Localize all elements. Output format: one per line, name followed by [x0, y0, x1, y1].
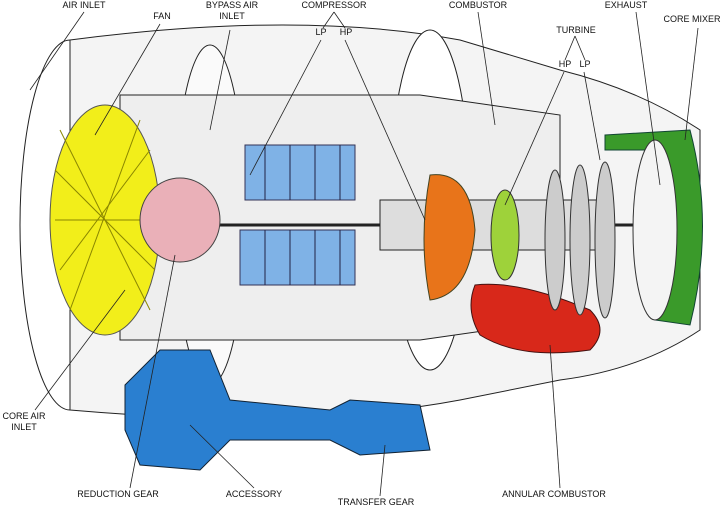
label-combustor: COMBUSTOR: [448, 0, 508, 10]
leader-lines: [29, 11, 699, 497]
label-bypass-air-inlet-line1: BYPASS AIR: [205, 0, 259, 10]
label-core-air-inlet-line2: INLET: [11, 422, 37, 432]
label-compressor: COMPRESSOR: [301, 0, 367, 10]
label-fan: FAN: [153, 11, 171, 21]
label-exhaust: EXHAUST: [604, 0, 648, 10]
reduction-gear-shape: [139, 177, 221, 263]
compressor-upper: [244, 144, 356, 201]
label-turbine: TURBINE: [556, 25, 596, 35]
label-annular-combustor: ANNULAR COMBUSTOR: [502, 489, 606, 499]
label-compressor-lp: LP: [315, 27, 327, 37]
compressor-lower: [239, 229, 356, 286]
hp-impeller: [423, 174, 476, 301]
fan-blade-lines: [54, 119, 156, 311]
label-compressor-hp: HP: [339, 27, 353, 37]
label-air-inlet: AIR INLET: [62, 0, 106, 10]
label-turbine-hp: HP: [558, 59, 572, 69]
label-accessory: ACCESSORY: [225, 489, 283, 499]
accessory-gearbox: [124, 349, 431, 471]
compressor-stage-lines: [264, 145, 341, 285]
exhaust-cone: [632, 139, 678, 321]
label-turbine-lp: LP: [579, 59, 591, 69]
hp-turbine: [490, 189, 520, 281]
label-core-mixer: CORE MIXER: [663, 14, 721, 24]
label-core-air-inlet-line1: CORE AIR: [2, 411, 46, 421]
label-transfer-gear: TRANSFER GEAR: [337, 497, 415, 507]
annular-combustor-shape: [470, 283, 601, 354]
label-bypass-air-inlet-line2: INLET: [219, 11, 245, 21]
label-reduction-gear: REDUCTION GEAR: [77, 489, 159, 499]
lp-turbine-discs: [544, 161, 616, 319]
